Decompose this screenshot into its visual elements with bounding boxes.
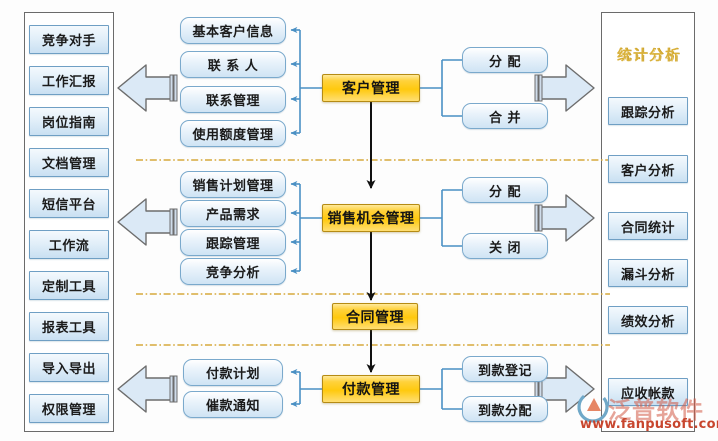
big-arrow-left-row1 bbox=[117, 64, 178, 112]
core-process-payment[interactable]: 付款管理 bbox=[322, 375, 420, 403]
right-item-3[interactable]: 漏斗分析 bbox=[608, 259, 688, 287]
row1-right-leaf-0[interactable]: 分 配 bbox=[462, 47, 548, 73]
right-item-1[interactable]: 客户分析 bbox=[608, 155, 688, 183]
row2-leaf-3[interactable]: 竞争分析 bbox=[180, 258, 286, 285]
row4-right-leaf-0[interactable]: 到款登记 bbox=[462, 356, 548, 382]
left-item-9[interactable]: 权限管理 bbox=[29, 394, 109, 423]
left-item-6[interactable]: 定制工具 bbox=[29, 271, 109, 300]
core-process-contract[interactable]: 合同管理 bbox=[332, 303, 418, 330]
row2-leaf-0[interactable]: 销售计划管理 bbox=[180, 171, 286, 198]
core-process-opportunity[interactable]: 销售机会管理 bbox=[322, 204, 420, 232]
row1-right-leaf-1[interactable]: 合 并 bbox=[462, 103, 548, 129]
core-process-customer[interactable]: 客户管理 bbox=[322, 74, 420, 102]
big-arrow-left-row4 bbox=[117, 365, 178, 413]
left-item-7[interactable]: 报表工具 bbox=[29, 312, 109, 341]
row2-right-leaf-1[interactable]: 关 闭 bbox=[462, 233, 548, 259]
right-column-title: 统计分析 bbox=[617, 48, 681, 64]
right-item-5[interactable]: 应收帐款 bbox=[608, 378, 688, 406]
row2-leaf-1[interactable]: 产品需求 bbox=[180, 200, 286, 227]
row1-leaf-2[interactable]: 联系管理 bbox=[180, 86, 286, 113]
left-item-2[interactable]: 岗位指南 bbox=[29, 107, 109, 136]
left-item-8[interactable]: 导入导出 bbox=[29, 353, 109, 382]
row2-right-leaf-0[interactable]: 分 配 bbox=[462, 177, 548, 203]
left-item-4[interactable]: 短信平台 bbox=[29, 189, 109, 218]
row1-leaf-1[interactable]: 联 系 人 bbox=[180, 51, 286, 78]
left-item-0[interactable]: 竞争对手 bbox=[29, 25, 109, 54]
left-item-3[interactable]: 文档管理 bbox=[29, 148, 109, 177]
right-item-0[interactable]: 跟踪分析 bbox=[608, 97, 688, 125]
left-item-1[interactable]: 工作汇报 bbox=[29, 66, 109, 95]
big-arrow-left-row2 bbox=[117, 198, 178, 246]
left-item-5[interactable]: 工作流 bbox=[29, 230, 109, 259]
right-item-4[interactable]: 绩效分析 bbox=[608, 306, 688, 334]
row4-leaf-0[interactable]: 付款计划 bbox=[183, 359, 283, 386]
row4-right-leaf-1[interactable]: 到款分配 bbox=[462, 396, 548, 422]
row1-leaf-0[interactable]: 基本客户信息 bbox=[180, 17, 286, 44]
row2-leaf-2[interactable]: 跟踪管理 bbox=[180, 229, 286, 256]
row1-leaf-3[interactable]: 使用额度管理 bbox=[180, 120, 286, 147]
row4-leaf-1[interactable]: 催款通知 bbox=[183, 391, 283, 418]
right-item-2[interactable]: 合同统计 bbox=[608, 212, 688, 240]
